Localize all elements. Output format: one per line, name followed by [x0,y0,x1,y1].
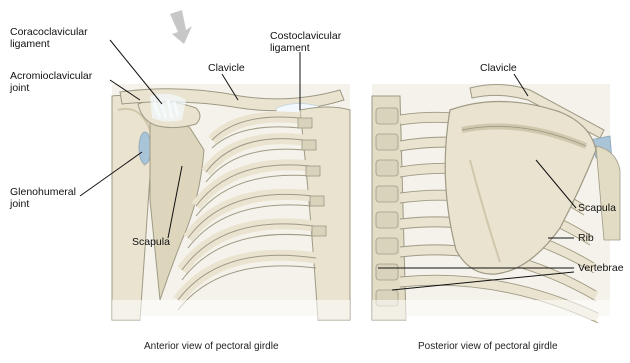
label-scapula-anterior: Scapula [132,236,170,248]
label-vertebrae: Vertebrae [578,262,624,274]
caption-anterior-view: Anterior view of pectoral girdle [144,341,279,352]
caption-posterior-view: Posterior view of pectoral girdle [418,341,558,352]
label-clavicle-anterior: Clavicle [208,62,245,74]
label-acromioclavicular-joint: Acromioclavicular joint [10,70,92,94]
label-rib: Rib [578,232,594,244]
label-coracoclavicular-ligament: Coracoclavicular ligament [10,26,88,50]
label-costoclavicular-ligament: Costoclavicular ligament [270,30,341,54]
anterior-view-panel [112,84,350,320]
orientation-arrow-icon [170,10,192,44]
label-scapula-posterior: Scapula [578,202,616,214]
label-glenohumeral-joint: Glenohumeral joint [10,186,76,210]
label-clavicle-posterior: Clavicle [480,62,517,74]
